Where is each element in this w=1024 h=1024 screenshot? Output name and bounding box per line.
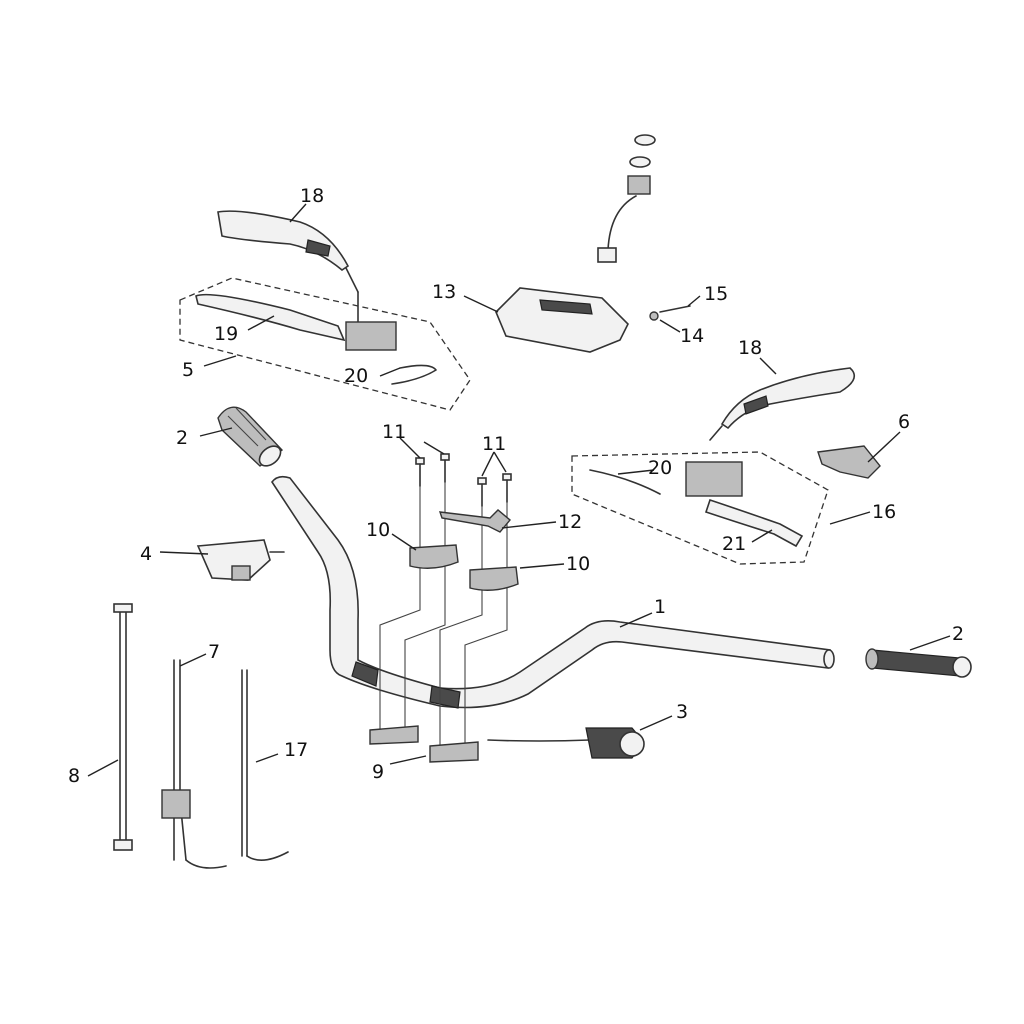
callout-17: 17	[284, 739, 308, 761]
callout-1: 1	[654, 596, 666, 618]
upper-clamps	[409, 544, 519, 591]
callout-13: 13	[432, 281, 456, 303]
callout-20-left: 20	[344, 365, 368, 387]
callout-6: 6	[898, 411, 910, 433]
callout-16: 16	[872, 501, 896, 523]
instrument-cover	[495, 287, 629, 353]
callout-5: 5	[182, 359, 194, 381]
right-lever-assembly	[571, 367, 856, 565]
callout-12: 12	[558, 511, 582, 533]
callout-7: 7	[208, 641, 220, 663]
callout-2-left: 2	[176, 427, 188, 449]
callout-9: 9	[372, 761, 384, 783]
callout-21: 21	[722, 533, 746, 555]
callout-11-right: 11	[482, 433, 506, 455]
ignition-switch	[597, 134, 656, 263]
callout-18-left: 18	[300, 185, 324, 207]
left-grip	[217, 406, 284, 467]
callout-2-right: 2	[952, 623, 964, 645]
handlebar	[271, 475, 835, 709]
cables	[113, 603, 289, 869]
mirror-clamp	[817, 445, 881, 479]
callout-14: 14	[680, 325, 704, 347]
wire-bracket	[438, 509, 511, 533]
bolts	[415, 453, 512, 507]
screw-and-nut	[649, 305, 691, 321]
leader-lines	[87, 203, 951, 777]
callout-18-right: 18	[738, 337, 762, 359]
throttle	[487, 727, 645, 759]
assembly-guide-lines	[379, 460, 508, 745]
callout-10-lower: 10	[566, 553, 590, 575]
callout-10-upper: 10	[366, 519, 390, 541]
callout-11-left: 11	[382, 421, 406, 443]
left-switch	[196, 539, 285, 581]
right-grip	[865, 648, 972, 678]
callout-15: 15	[704, 283, 728, 305]
callout-4: 4	[140, 543, 152, 565]
callout-8: 8	[68, 765, 80, 787]
callout-labels: 1 2 2 3 4 5 6 7 8 9 10 10 11 11 12 13 14…	[68, 185, 964, 787]
callout-20-right: 20	[648, 457, 672, 479]
callout-19: 19	[214, 323, 238, 345]
left-lever-assembly	[179, 210, 471, 411]
callout-3: 3	[676, 701, 688, 723]
lower-clamps	[369, 725, 479, 763]
